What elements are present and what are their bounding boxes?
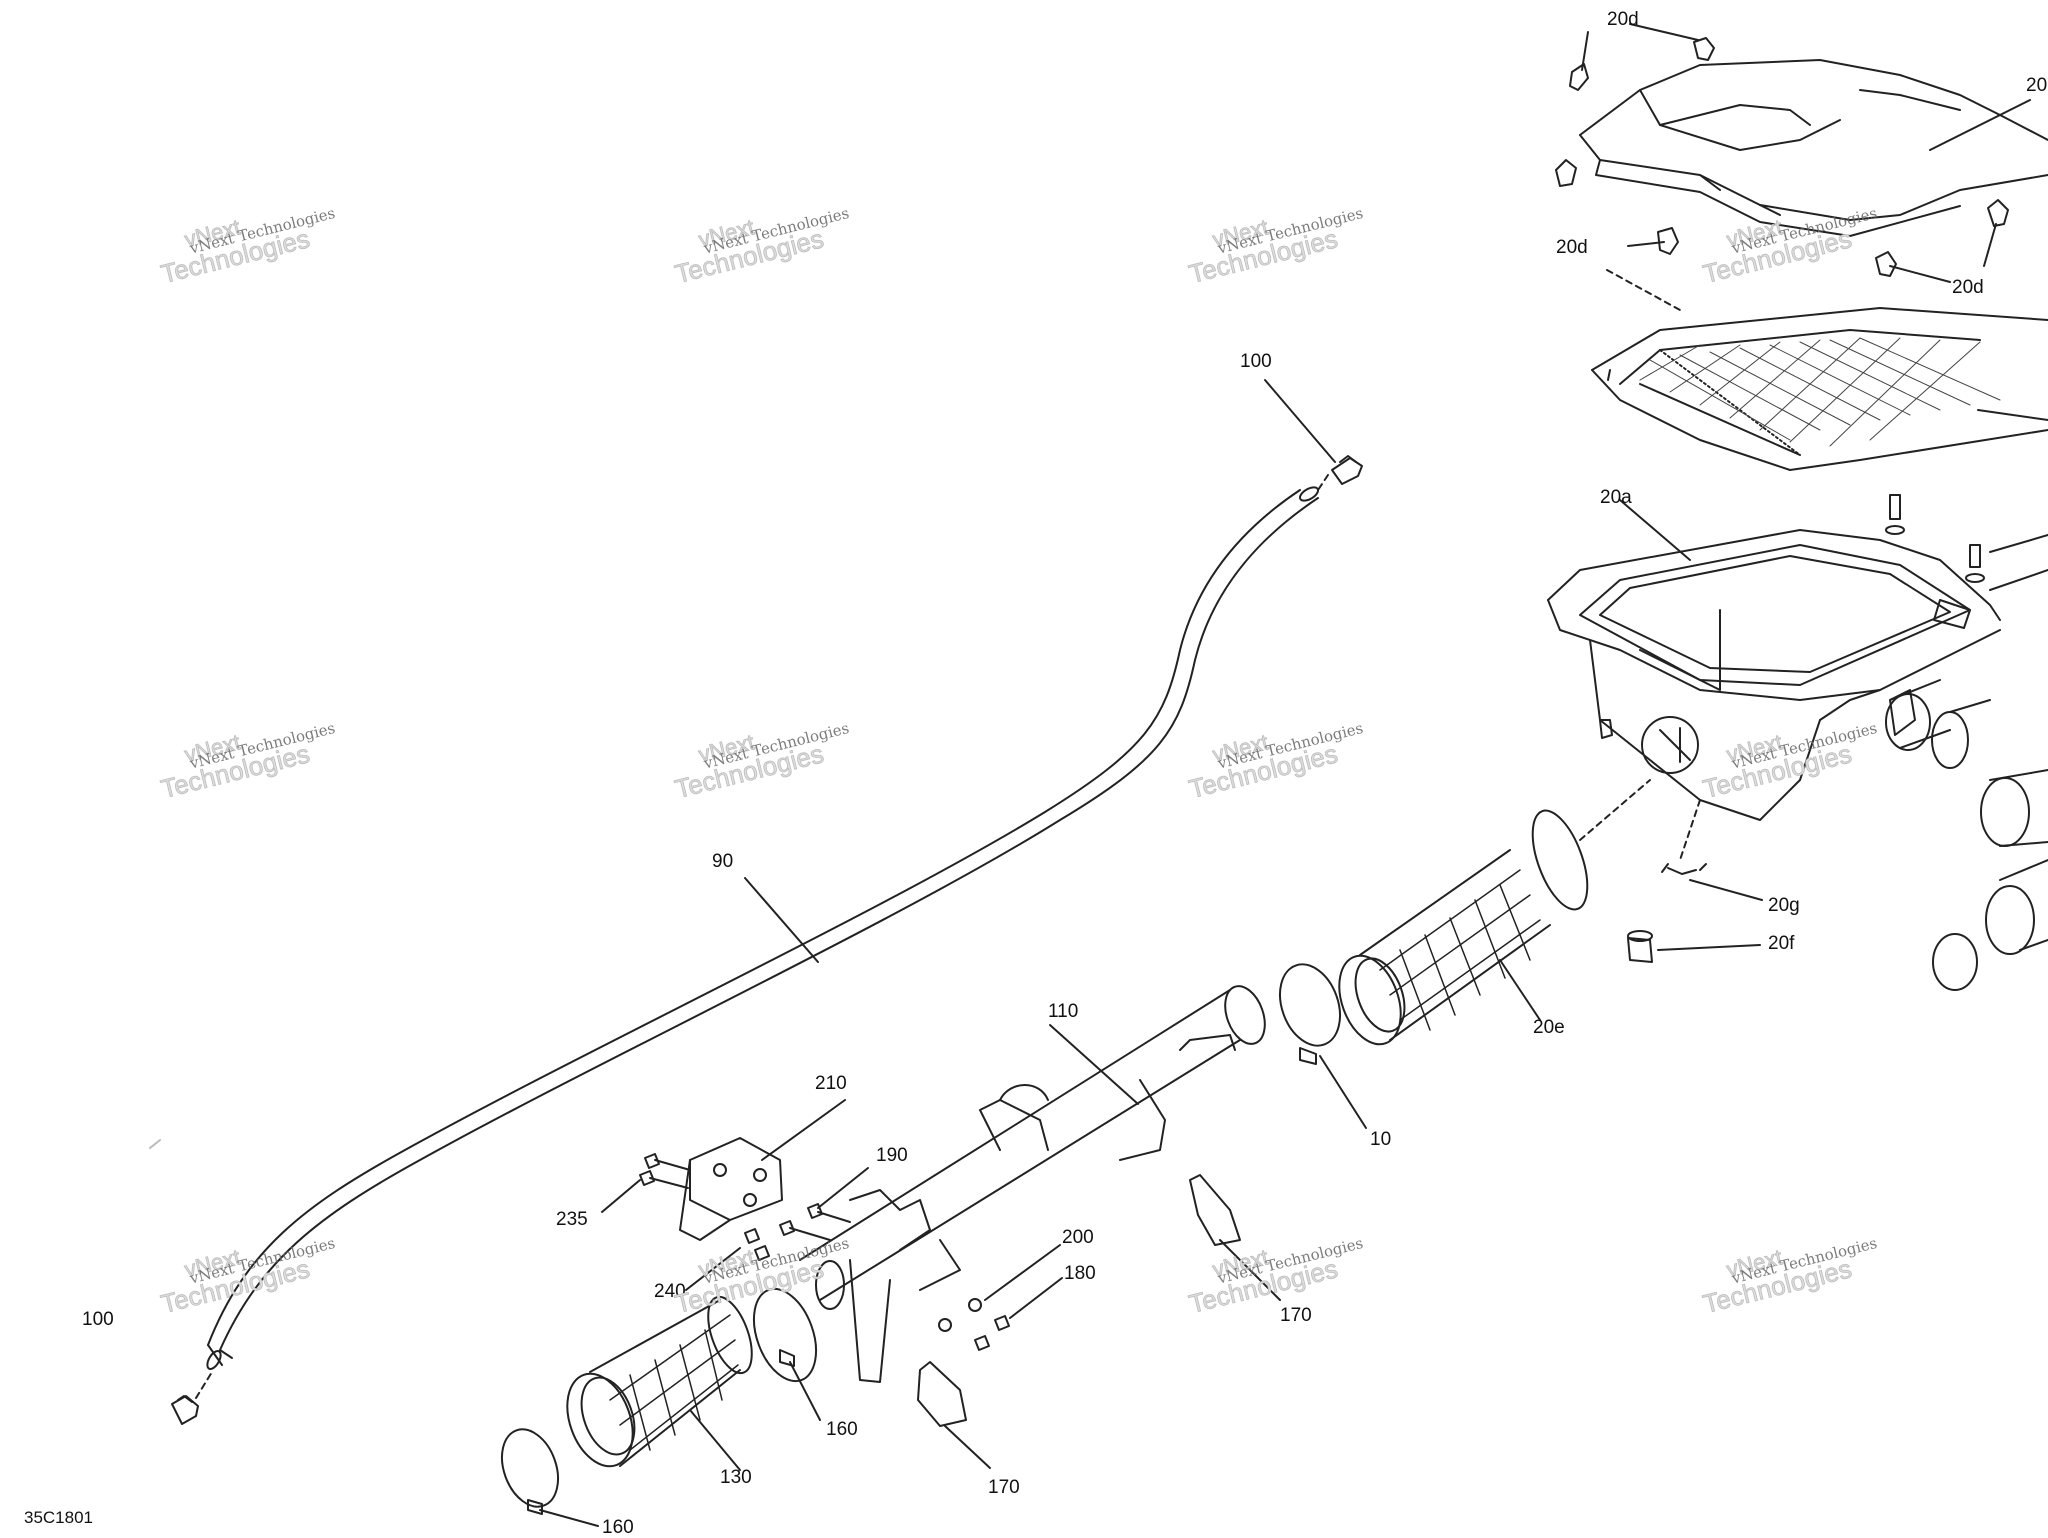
callout-10: 10 — [1370, 1129, 1392, 1150]
bolts-right — [1885, 494, 2048, 629]
callout-240: 240 — [654, 1281, 686, 1302]
callout-130: 130 — [720, 1467, 752, 1488]
clamp-10 — [1279, 963, 1367, 1129]
callout-210: 210 — [815, 1073, 847, 1094]
airbox-base — [1547, 499, 2001, 821]
bracket-210 — [679, 1099, 846, 1241]
callout-100-bottom: 100 — [82, 1309, 114, 1330]
callout-170-right: 170 — [1280, 1305, 1312, 1326]
callout-160-mid: 160 — [826, 1419, 858, 1440]
diagram-code: 35C1801 — [24, 1508, 94, 1527]
leader-lines — [744, 269, 1681, 963]
callout-20f: 20f — [1768, 933, 1795, 954]
clamps-170 — [917, 1174, 1281, 1469]
callout-200: 200 — [1062, 1227, 1094, 1248]
hose-90 — [149, 486, 1320, 1371]
callout-20d-b: 20d — [1556, 237, 1588, 258]
outlet-pipes-right — [1885, 679, 2048, 991]
duct-20e — [1338, 779, 1651, 1046]
callout-190: 190 — [876, 1145, 908, 1166]
callout-160-bottom: 160 — [602, 1517, 634, 1538]
callout-90: 90 — [712, 851, 734, 872]
drain-20f-20g — [1627, 799, 1763, 963]
callout-20-top: 20 — [2026, 75, 2048, 96]
bolts-nuts — [601, 1153, 1063, 1351]
tube-110 — [799, 985, 1266, 1383]
callout-20g: 20g — [1768, 895, 1800, 916]
duct-130 — [566, 1295, 753, 1471]
callout-20e: 20e — [1533, 1017, 1565, 1038]
air-filter — [1591, 307, 2048, 471]
callout-110: 110 — [1048, 1001, 1079, 1022]
clamp-160-bottom — [500, 1428, 599, 1527]
clips-20d — [1555, 23, 2031, 283]
callout-180: 180 — [1064, 1263, 1096, 1284]
callout-20d-c: 20d — [1952, 277, 1984, 298]
callout-20a: 20a — [1600, 487, 1632, 508]
clamp-160-mid — [752, 1287, 821, 1421]
airbox-lid — [1579, 59, 2048, 237]
callout-235: 235 — [556, 1209, 588, 1230]
clip-100-bottom — [171, 1371, 213, 1425]
callout-100-top: 100 — [1240, 351, 1272, 372]
callout-170-bottom: 170 — [988, 1477, 1020, 1498]
clip-100-top — [1317, 455, 1363, 491]
callout-20d-a: 20d — [1607, 9, 1639, 30]
